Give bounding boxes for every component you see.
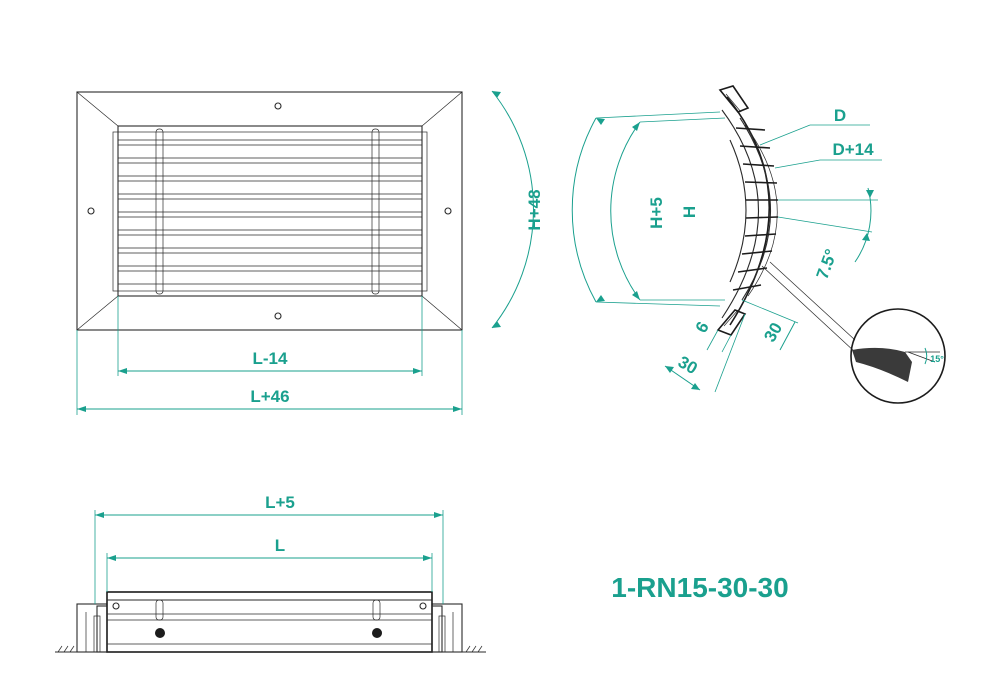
top-body [106,591,433,653]
pivot-left [155,628,165,638]
dim-30-left: 30 [675,352,701,378]
side-blades [732,127,779,291]
mount-hole-left [87,207,95,215]
detail-angle: 15° [930,354,944,364]
pivot-right [372,628,382,638]
mount-hole-bottom [274,312,282,320]
front-spacers [155,128,380,295]
dim-outer-height: H+48 [525,189,544,230]
dim-30-right: 30 [760,319,786,345]
top-view: L+5 L [55,493,486,653]
dim-d-plus-14: D+14 [832,140,874,159]
dim-outer-width: L+46 [250,387,289,406]
base-hatch [57,645,483,653]
dim-6: 6 [692,318,713,336]
side-body-outer [726,96,770,326]
dim-angle: 7.5° [813,246,841,281]
front-view: L-14 L+46 H+48 [76,90,544,415]
dim-l-plus-5: L+5 [265,493,295,512]
front-outer-frame [76,91,463,331]
dim-d: D [834,106,846,125]
front-inner-opening [117,125,423,297]
dim-h-plus-5: H+5 [647,197,666,229]
mount-hole-right [444,207,452,215]
side-view: H+5 H D D+14 7.5° 30 6 [571,85,946,404]
front-blades [118,139,422,285]
model-code: 1-RN15-30-30 [611,572,788,603]
dim-h: H [680,206,699,218]
dim-inner-width: L-14 [253,349,289,368]
dim-l: L [275,536,285,555]
mount-hole-top [274,102,282,110]
blade-detail: 15° [850,308,946,404]
